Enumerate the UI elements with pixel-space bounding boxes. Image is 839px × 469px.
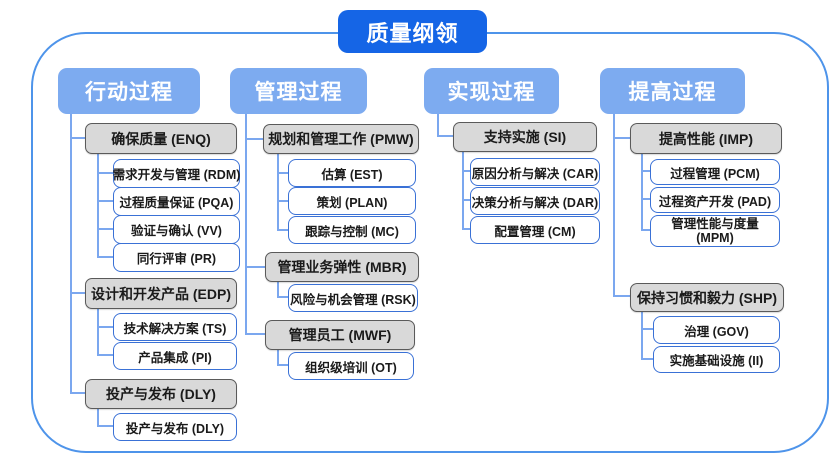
connector-line (97, 354, 113, 356)
connector-line (97, 425, 113, 427)
connector-line (70, 114, 72, 394)
node-mc: 跟踪与控制 (MC) (288, 216, 416, 244)
connector-line (462, 170, 470, 172)
node-gov: 治理 (GOV) (653, 316, 780, 344)
node-vv: 验证与确认 (VV) (113, 215, 240, 244)
connector-line (641, 198, 650, 200)
connector-line (70, 137, 85, 139)
node-ot: 组织级培训 (OT) (288, 352, 414, 380)
node-imp: 提高性能 (IMP) (630, 123, 782, 154)
node-plan: 策划 (PLAN) (288, 187, 416, 215)
node-mwf: 管理员工 (MWF) (265, 320, 415, 350)
node-edp: 设计和开发产品 (EDP) (85, 278, 237, 309)
node-ii: 实施基础设施 (II) (653, 346, 780, 373)
node-pmw: 规划和管理工作 (PMW) (263, 124, 419, 154)
node-ts: 技术解决方案 (TS) (113, 313, 237, 341)
connector-line (277, 296, 288, 298)
connector-line (97, 256, 113, 258)
connector-line (97, 172, 113, 174)
node-pqa: 过程质量保证 (PQA) (113, 187, 240, 216)
connector-line (277, 229, 288, 231)
node-shp: 保持习惯和毅力 (SHP) (630, 283, 784, 312)
connector-line (641, 229, 650, 231)
connector-line (277, 152, 279, 230)
connector-line (462, 150, 464, 230)
connector-line (641, 328, 653, 330)
connector-line (277, 348, 279, 366)
connector-line (462, 199, 470, 201)
connector-line (277, 280, 279, 298)
node-mbr: 管理业务弹性 (MBR) (265, 252, 419, 282)
connector-line (462, 228, 470, 230)
node-pad: 过程资产开发 (PAD) (650, 187, 780, 213)
node-pcm: 过程管理 (PCM) (650, 159, 780, 185)
connector-line (613, 114, 615, 297)
column-header-implementation-process: 实现过程 (424, 68, 559, 114)
connector-line (97, 228, 113, 230)
node-car: 原因分析与解决 (CAR) (470, 158, 600, 186)
connector-line (70, 292, 85, 294)
diagram-title: 质量纲领 (338, 10, 487, 53)
connector-line (97, 152, 99, 258)
node-dly-sub: 投产与发布 (DLY) (113, 413, 237, 441)
connector-line (641, 152, 643, 231)
node-rsk: 风险与机会管理 (RSK) (288, 284, 418, 312)
connector-line (277, 172, 288, 174)
connector-line (437, 114, 439, 137)
connector-line (70, 392, 85, 394)
connector-line (245, 333, 265, 335)
connector-line (641, 310, 643, 360)
connector-line (245, 114, 247, 335)
column-header-improvement-process: 提高过程 (600, 68, 745, 114)
node-dly: 投产与发布 (DLY) (85, 379, 237, 409)
connector-line (245, 266, 265, 268)
column-header-management-process: 管理过程 (230, 68, 367, 114)
node-est: 估算 (EST) (288, 159, 416, 187)
connector-line (97, 407, 99, 427)
node-dar: 决策分析与解决 (DAR) (470, 187, 600, 215)
node-enq: 确保质量 (ENQ) (85, 123, 237, 154)
connector-line (277, 364, 288, 366)
connector-line (97, 200, 113, 202)
connector-line (277, 200, 288, 202)
connector-line (641, 170, 650, 172)
node-si: 支持实施 (SI) (453, 122, 597, 152)
connector-line (437, 135, 453, 137)
node-mpm: 管理性能与度量 (MPM) (650, 215, 780, 247)
connector-line (245, 138, 263, 140)
connector-line (613, 295, 630, 297)
node-cm: 配置管理 (CM) (470, 216, 600, 244)
connector-line (641, 358, 653, 360)
connector-line (97, 307, 99, 356)
node-pr: 同行评审 (PR) (113, 243, 240, 272)
connector-line (97, 326, 113, 328)
node-pi: 产品集成 (PI) (113, 342, 237, 370)
node-rdm: 需求开发与管理 (RDM) (113, 159, 240, 188)
connector-line (613, 137, 630, 139)
column-header-action-process: 行动过程 (58, 68, 200, 114)
